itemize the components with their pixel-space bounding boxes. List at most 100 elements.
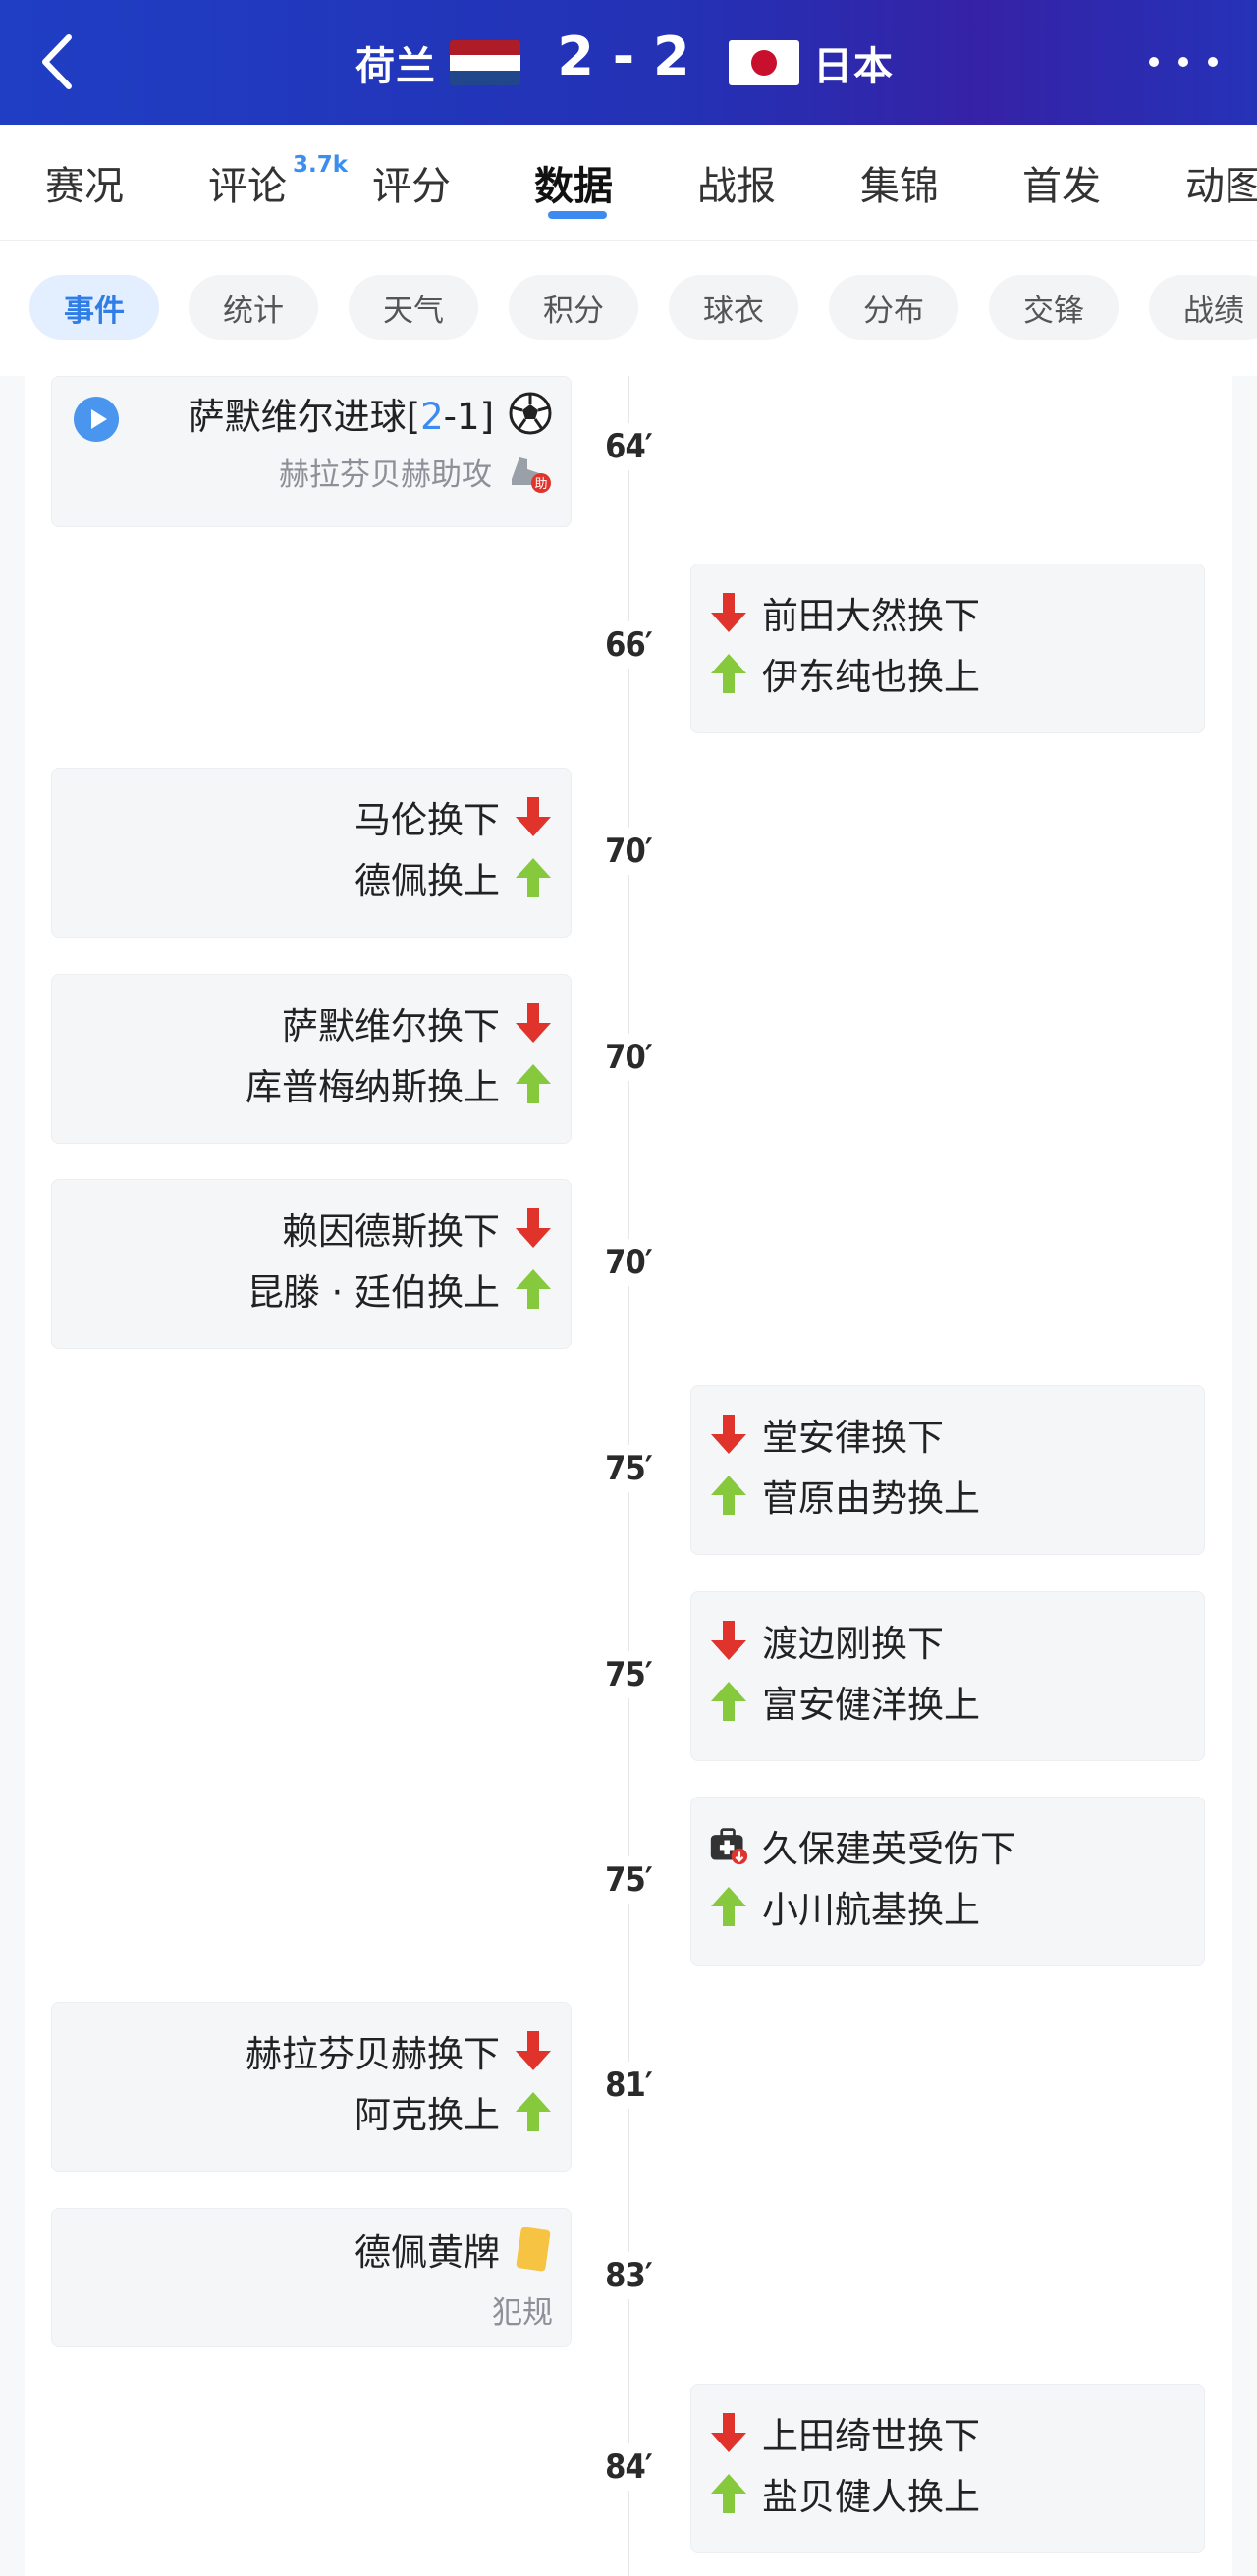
event-minute: 75′	[589, 1856, 668, 1904]
match-score: 2 - 2	[557, 26, 690, 87]
subtab-stats[interactable]: 统计	[189, 275, 318, 340]
event-minute: 84′	[589, 2443, 668, 2491]
player-in: 库普梅纳斯换上	[246, 1066, 500, 1108]
subtab-events[interactable]: 事件	[29, 275, 159, 340]
event-substitution[interactable]: 马伦换下 德佩换上	[51, 768, 572, 938]
sub-out-arrow-icon	[516, 2031, 551, 2070]
tab-lineup[interactable]: 首发	[1022, 164, 1101, 209]
event-goal[interactable]: 萨默维尔进球[2-1] 赫拉芬贝赫助攻 助	[51, 376, 572, 527]
netherlands-flag-icon	[450, 40, 520, 85]
player-out: 赖因德斯换下	[282, 1210, 500, 1253]
back-button[interactable]	[29, 27, 88, 96]
event-substitution[interactable]: 前田大然换下 伊东纯也换上	[690, 564, 1205, 733]
sub-in-arrow-icon	[711, 1682, 746, 1721]
sub-out-arrow-icon	[516, 1003, 551, 1043]
dot-icon	[1149, 57, 1159, 67]
sub-in-arrow-icon	[516, 2092, 551, 2131]
player-in: 富安健洋换上	[762, 1684, 980, 1726]
tab-ratings[interactable]: 评分	[372, 164, 451, 209]
event-minute: 83′	[589, 2252, 668, 2299]
match-header: 荷兰 2 - 2 日本	[0, 0, 1257, 125]
event-substitution[interactable]: 赖因德斯换下 昆滕 · 廷伯换上	[51, 1179, 572, 1349]
sub-out-arrow-icon	[711, 1621, 746, 1660]
sub-in-arrow-icon	[711, 654, 746, 693]
assist-player: 赫拉芬贝赫助攻	[279, 456, 492, 493]
tab-data[interactable]: 数据	[534, 164, 613, 209]
event-substitution[interactable]: 萨默维尔换下 库普梅纳斯换上	[51, 974, 572, 1144]
tab-live[interactable]: 赛况	[45, 164, 124, 209]
away-team-name: 日本	[813, 44, 894, 89]
sub-out-arrow-icon	[516, 1208, 551, 1248]
sub-in-arrow-icon	[516, 1269, 551, 1309]
event-substitution[interactable]: 渡边刚换下 富安健洋换上	[690, 1591, 1205, 1761]
goal-score-away: -1]	[443, 396, 494, 438]
yellow-card-icon	[516, 2227, 551, 2272]
active-tab-indicator	[548, 211, 607, 219]
event-substitution[interactable]: 上田绮世换下 盐贝健人换上	[690, 2384, 1205, 2553]
player-out: 堂安律换下	[762, 1417, 944, 1459]
dot-icon	[1208, 57, 1218, 67]
sub-tabs: 事件 统计 天气 积分 球衣 分布 交锋 战绩	[0, 241, 1257, 376]
event-injury-substitution[interactable]: 久保建英受伤下 小川航基换上	[690, 1797, 1205, 1966]
player-out: 马伦换下	[355, 799, 500, 841]
event-minute: 70′	[589, 828, 668, 875]
more-options-button[interactable]	[1149, 39, 1218, 84]
subtab-distribution[interactable]: 分布	[829, 275, 958, 340]
player-in: 菅原由势换上	[762, 1477, 980, 1520]
sub-in-arrow-icon	[516, 858, 551, 897]
card-reason: 犯规	[492, 2295, 553, 2331]
player-in: 阿克换上	[355, 2094, 500, 2136]
goal-score-home: 2	[420, 396, 444, 438]
player-in: 小川航基换上	[762, 1889, 980, 1931]
subtab-weather[interactable]: 天气	[349, 275, 478, 340]
event-substitution[interactable]: 赫拉芬贝赫换下 阿克换上	[51, 2002, 572, 2172]
sub-in-arrow-icon	[711, 1887, 746, 1926]
away-team[interactable]: 日本	[729, 31, 894, 94]
sub-out-arrow-icon	[711, 2413, 746, 2452]
sub-in-arrow-icon	[711, 2474, 746, 2513]
event-minute: 75′	[589, 1651, 668, 1698]
event-minute: 81′	[589, 2062, 668, 2109]
assist-boot-icon: 助	[512, 457, 551, 493]
subtab-standings[interactable]: 积分	[509, 275, 638, 340]
event-yellow-card[interactable]: 德佩黄牌 犯规	[51, 2208, 572, 2347]
subtab-kits[interactable]: 球衣	[669, 275, 798, 340]
sub-out-arrow-icon	[711, 593, 746, 632]
injury-medkit-icon	[710, 1828, 748, 1865]
event-minute: 64′	[589, 423, 668, 470]
player-out: 赫拉芬贝赫换下	[246, 2033, 500, 2075]
svg-text:助: 助	[534, 477, 547, 492]
goal-scorer: 萨默维尔进球	[188, 396, 407, 438]
home-team[interactable]: 荷兰	[355, 31, 520, 94]
tab-gifs[interactable]: 动图	[1185, 164, 1257, 209]
tab-highlights[interactable]: 集锦	[860, 164, 939, 209]
event-minute: 75′	[589, 1445, 668, 1492]
event-minute: 70′	[589, 1034, 668, 1081]
sub-in-arrow-icon	[711, 1476, 746, 1515]
comments-count-badge: 3.7k	[293, 152, 349, 178]
tab-comments[interactable]: 评论	[208, 164, 287, 209]
booked-player: 德佩黄牌	[355, 2231, 500, 2274]
player-in: 昆滕 · 廷伯换上	[246, 1271, 500, 1314]
player-out: 久保建英受伤下	[762, 1828, 1016, 1870]
chevron-left-icon	[42, 34, 72, 89]
play-video-icon[interactable]	[74, 397, 119, 442]
subtab-head-to-head[interactable]: 交锋	[989, 275, 1119, 340]
japan-flag-icon	[729, 40, 799, 85]
tab-report[interactable]: 战报	[697, 164, 776, 209]
dot-icon	[1178, 57, 1188, 67]
sub-out-arrow-icon	[711, 1415, 746, 1454]
sub-out-arrow-icon	[516, 797, 551, 836]
home-team-name: 荷兰	[355, 44, 436, 89]
player-out: 前田大然换下	[762, 595, 980, 637]
events-timeline: 萨默维尔进球[2-1] 赫拉芬贝赫助攻 助 64′ 前田大然换下 伊东纯也换上	[0, 376, 1257, 2576]
sub-in-arrow-icon	[516, 1064, 551, 1103]
player-out: 渡边刚换下	[762, 1623, 944, 1665]
player-out: 萨默维尔换下	[282, 1005, 500, 1047]
event-substitution[interactable]: 堂安律换下 菅原由势换上	[690, 1385, 1205, 1555]
soccer-ball-icon	[509, 392, 552, 435]
player-in: 盐贝健人换上	[762, 2476, 980, 2518]
subtab-record[interactable]: 战绩	[1149, 275, 1257, 340]
player-out: 上田绮世换下	[762, 2415, 980, 2457]
player-in: 德佩换上	[355, 860, 500, 902]
